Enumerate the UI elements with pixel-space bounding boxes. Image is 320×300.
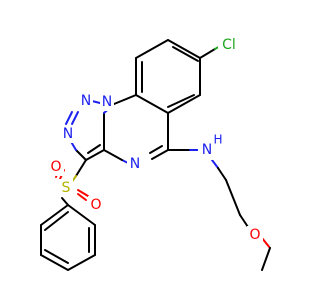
atom-n-amine: N H: [198, 130, 228, 160]
pyrimidine-n-label: N: [130, 156, 140, 172]
amine-h-label: H: [213, 133, 222, 147]
atom-oxygen-1: O: [48, 158, 64, 176]
triazole-n3-label: N: [63, 126, 73, 142]
methoxy-o-label: O: [249, 227, 260, 243]
sulfonyl-o1-label: O: [50, 159, 61, 175]
phenylsulfonyl-group: [40, 159, 96, 271]
atom-n-triazole-2: N: [79, 92, 93, 110]
c-cl-bond: [199, 48, 216, 59]
triazole-ring: [65, 100, 105, 161]
sulfur-label: S: [62, 180, 71, 196]
chlorine-label: Cl: [222, 37, 236, 53]
triazole-n2-label: N: [81, 93, 91, 109]
benzo-ring: [135, 39, 201, 114]
atom-n-triazole-3: N: [61, 125, 75, 143]
atom-chlorine: Cl: [218, 36, 240, 54]
atom-n-pyrimidine: N: [127, 156, 143, 174]
amine-n-label: N: [202, 142, 212, 158]
atom-oxygen-methoxy: O: [247, 226, 263, 244]
molecule-canvas: Cl N N N N N H S O O O: [40, 36, 271, 271]
sulfonyl-o2-label: O: [90, 197, 101, 213]
atom-oxygen-2: O: [88, 196, 104, 214]
molecule-structure: Cl N N N N N H S O O O: [40, 36, 271, 271]
atom-sulfur: S: [59, 179, 73, 197]
methoxyethylamine-chain: [167, 149, 271, 271]
atom-n-triazole-1: N: [100, 93, 114, 111]
triazole-n1-label: N: [102, 94, 112, 110]
